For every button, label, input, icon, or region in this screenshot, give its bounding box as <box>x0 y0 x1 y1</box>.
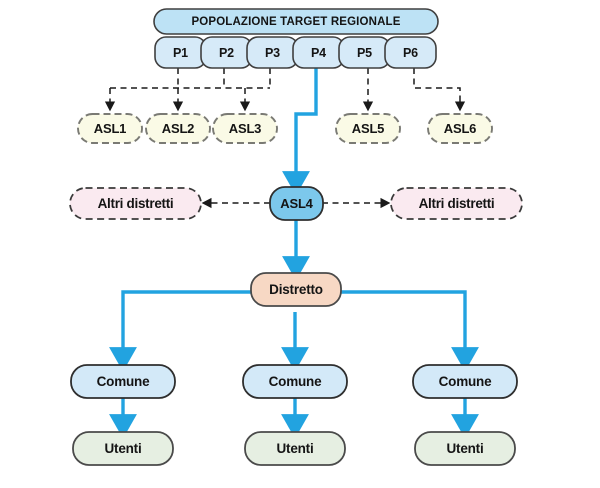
segment-p3[interactable] <box>246 36 299 69</box>
segment-p6[interactable] <box>384 36 437 69</box>
segment-p2[interactable] <box>200 36 253 69</box>
other-district-right[interactable] <box>390 187 523 220</box>
user-nodes <box>72 431 516 466</box>
asl-node-asl3[interactable] <box>212 113 278 144</box>
asl-nodes-row <box>77 113 493 144</box>
municipality-node-2[interactable] <box>242 364 348 399</box>
flow-comune-3 <box>340 290 479 372</box>
drop-asl6 <box>413 68 466 112</box>
flow-comuni-to-utenti <box>109 398 479 439</box>
asl-node-asl4-highlighted[interactable] <box>269 186 324 221</box>
district-node[interactable] <box>250 272 342 307</box>
flow-comune-1 <box>109 290 252 372</box>
asl-node-asl6[interactable] <box>427 113 493 144</box>
population-target-header <box>153 8 439 35</box>
user-node-2[interactable] <box>244 431 346 466</box>
flow-distretto-to-comuni <box>109 290 479 372</box>
municipality-nodes <box>70 364 518 399</box>
user-node-3[interactable] <box>414 431 516 466</box>
population-segments-row <box>154 36 437 69</box>
user-node-1[interactable] <box>72 431 174 466</box>
asl-node-asl2[interactable] <box>145 113 211 144</box>
asl-node-asl5[interactable] <box>335 113 401 144</box>
other-district-left[interactable] <box>69 187 202 220</box>
dashed-connectors-population-to-asl <box>104 68 466 112</box>
flow-population-to-asl4 <box>282 62 318 196</box>
other-district-nodes <box>69 187 523 220</box>
segment-p5[interactable] <box>338 36 391 69</box>
municipality-node-1[interactable] <box>70 364 176 399</box>
segment-p4[interactable] <box>292 36 345 69</box>
segment-p1[interactable] <box>154 36 207 69</box>
asl-node-asl1[interactable] <box>77 113 143 144</box>
municipality-node-3[interactable] <box>412 364 518 399</box>
